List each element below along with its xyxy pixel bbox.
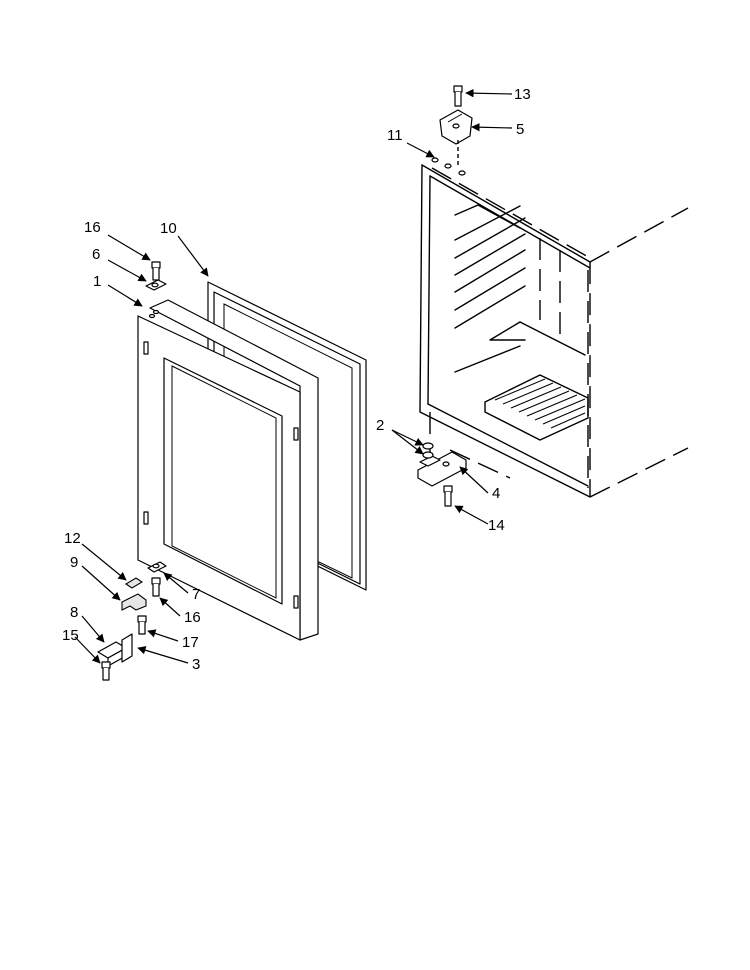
callout-13: 13	[514, 86, 531, 103]
callout-11: 11	[387, 127, 403, 144]
top-hinge-screw	[453, 85, 463, 107]
leader-lines	[74, 88, 513, 664]
callout-17: 17	[182, 634, 199, 651]
bracket-3	[121, 633, 133, 663]
screw-17	[137, 615, 147, 635]
callout-12: 12	[64, 530, 81, 547]
door-top-screw	[151, 261, 161, 281]
callout-3: 3	[192, 656, 200, 673]
callout-15: 15	[62, 627, 79, 644]
callout-9: 9	[70, 554, 78, 571]
hinge-washer	[422, 442, 434, 459]
callout-16-bottom: 16	[184, 609, 201, 626]
callout-10: 10	[160, 220, 177, 237]
bottom-hinge-screw	[443, 485, 453, 507]
callout-16-top: 16	[84, 219, 101, 236]
door-top-pin	[145, 279, 167, 291]
callout-14: 14	[488, 517, 505, 534]
callout-labels: 13 5 11 16 10 6 1 2 4 14 12 9 7 16 8 17 …	[62, 86, 531, 673]
screw-15	[101, 661, 111, 681]
bottom-hinge-bracket	[417, 451, 467, 487]
door-bottom-screw-16	[151, 577, 161, 597]
callout-7: 7	[192, 586, 200, 603]
cabinet	[419, 157, 689, 498]
callout-1: 1	[93, 273, 101, 290]
top-hinge-bracket	[439, 109, 473, 166]
door-bottom-pin	[147, 561, 167, 573]
spacer-12	[124, 577, 144, 589]
callout-2: 2	[376, 417, 384, 434]
bracket-9	[121, 593, 147, 611]
door-frame	[137, 299, 319, 641]
callout-6: 6	[92, 246, 100, 263]
callout-8: 8	[70, 604, 78, 621]
callout-4: 4	[492, 485, 500, 502]
callout-5: 5	[516, 121, 524, 138]
